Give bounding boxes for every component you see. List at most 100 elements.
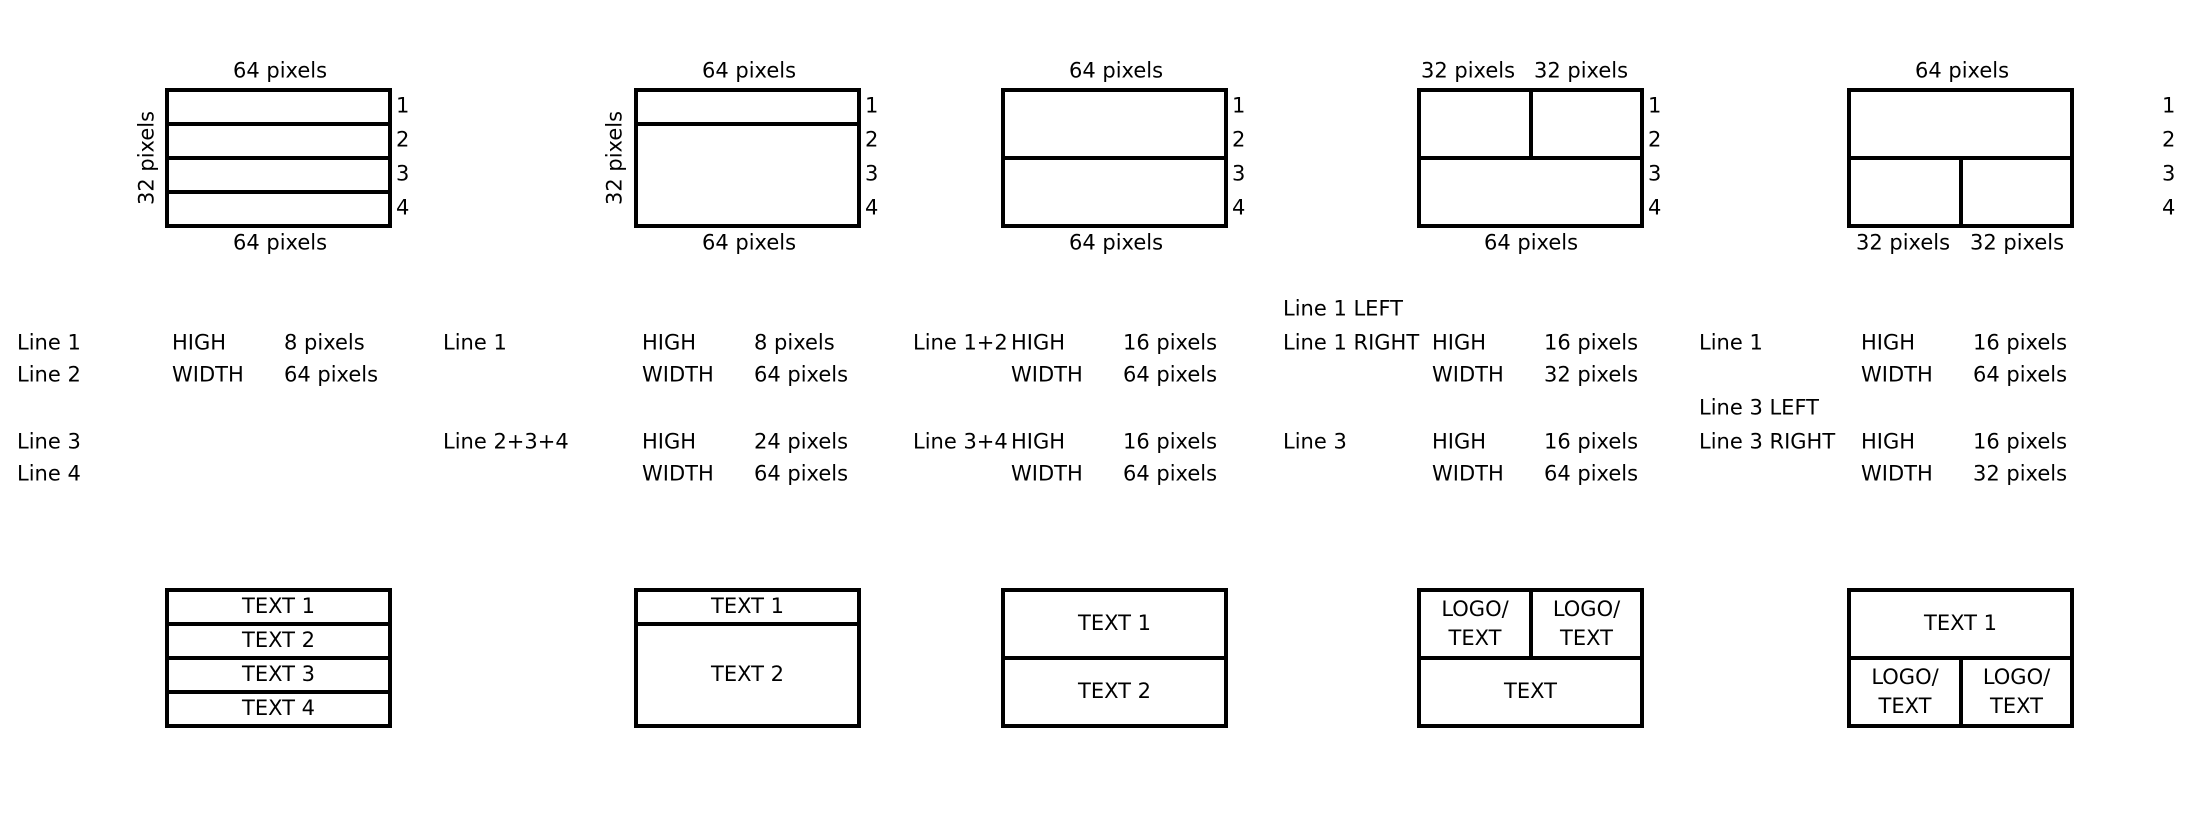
content-cell: TEXT 1 <box>169 592 388 622</box>
content-cell: TEXT 3 <box>169 660 388 690</box>
cell-text: LOGO/ TEXT <box>1982 664 2051 718</box>
divider-line <box>165 156 392 160</box>
line-label: Line 3+4 <box>913 429 1008 454</box>
content-cell: LOGO/ TEXT <box>1963 660 2070 724</box>
line-label: Line 3 LEFT <box>1699 395 1819 420</box>
row-number: 1 <box>396 93 410 118</box>
line-label: Line 1 <box>1699 330 1763 355</box>
line-label: Line 1 RIGHT <box>1283 330 1420 355</box>
layout-5-top-width-label: 64 pixels <box>1914 58 2010 83</box>
row-number: 1 <box>1232 93 1246 118</box>
high-label: HIGH <box>1861 429 1916 454</box>
high-value: 8 pixels <box>754 330 835 355</box>
width-value: 64 pixels <box>754 362 849 387</box>
cell-text: LOGO/ TEXT <box>1552 596 1621 650</box>
divider-line <box>165 122 392 126</box>
width-value: 64 pixels <box>754 461 849 486</box>
divider-line <box>165 190 392 194</box>
width-label: WIDTH <box>172 362 244 387</box>
divider-line <box>1529 88 1533 158</box>
width-label: WIDTH <box>1861 362 1933 387</box>
divider-line <box>1417 156 1644 160</box>
cell-text: TEXT 3 <box>242 662 315 687</box>
width-value: 64 pixels <box>1123 362 1218 387</box>
high-label: HIGH <box>642 429 697 454</box>
cell-text: TEXT 1 <box>242 594 315 619</box>
width-label: WIDTH <box>642 461 714 486</box>
row-number: 4 <box>865 195 879 220</box>
layout-2-bottom-width-label: 64 pixels <box>701 230 797 255</box>
divider-line <box>634 622 861 626</box>
content-cell: LOGO/ TEXT <box>1421 592 1529 656</box>
content-cell: LOGO/ TEXT <box>1851 660 1959 724</box>
layout-3-bottom-width-label: 64 pixels <box>1068 230 1164 255</box>
width-label: WIDTH <box>1011 362 1083 387</box>
cell-text: TEXT <box>1504 679 1557 704</box>
high-value: 16 pixels <box>1973 429 2068 454</box>
layout-4-bottom-width-label: 64 pixels <box>1483 230 1579 255</box>
content-cell: TEXT 1 <box>1005 592 1224 656</box>
divider-line <box>1959 656 1963 728</box>
width-label: WIDTH <box>1011 461 1083 486</box>
width-value: 64 pixels <box>1544 461 1639 486</box>
cell-text: LOGO/ TEXT <box>1871 664 1939 718</box>
content-cell: TEXT 2 <box>169 626 388 656</box>
row-number: 2 <box>865 127 879 152</box>
high-value: 16 pixels <box>1544 429 1639 454</box>
divider-line <box>1417 656 1644 660</box>
layout-1-height-label: 32 pixels <box>134 110 159 206</box>
cell-text: TEXT 2 <box>242 628 315 653</box>
content-cell: TEXT 1 <box>638 592 857 622</box>
divider-line <box>165 690 392 694</box>
line-label: Line 3 <box>1283 429 1347 454</box>
divider-line <box>1529 588 1533 658</box>
layout-1-bottom-width-label: 64 pixels <box>232 230 328 255</box>
cell-text: TEXT 2 <box>711 662 784 687</box>
high-value: 16 pixels <box>1973 330 2068 355</box>
width-value: 64 pixels <box>284 362 379 387</box>
high-label: HIGH <box>1011 330 1066 355</box>
cell-text: TEXT 4 <box>242 696 315 721</box>
high-value: 16 pixels <box>1123 330 1218 355</box>
width-label: WIDTH <box>1432 362 1504 387</box>
row-number: 1 <box>865 93 879 118</box>
line-label: Line 1 <box>443 330 507 355</box>
row-number: 3 <box>396 161 410 186</box>
divider-line <box>634 122 861 126</box>
layout-2-content-frame <box>634 588 861 728</box>
divider-line <box>1001 656 1228 660</box>
layout-5-bottom-left-width-label: 32 pixels <box>1855 230 1951 255</box>
content-cell: TEXT 2 <box>638 626 857 724</box>
row-number: 2 <box>396 127 410 152</box>
row-number: 2 <box>1232 127 1246 152</box>
row-number: 3 <box>1232 161 1246 186</box>
layout-4-top-left-width-label: 32 pixels <box>1420 58 1516 83</box>
layout-3-top-width-label: 64 pixels <box>1068 58 1164 83</box>
layout-4-top-right-width-label: 32 pixels <box>1533 58 1629 83</box>
content-cell: TEXT 2 <box>1005 660 1224 724</box>
line-label: Line 2+3+4 <box>443 429 569 454</box>
content-cell: LOGO/ TEXT <box>1533 592 1640 656</box>
cell-text: TEXT 1 <box>711 594 784 619</box>
high-label: HIGH <box>1432 429 1487 454</box>
row-number: 3 <box>865 161 879 186</box>
line-label: Line 1 LEFT <box>1283 296 1403 321</box>
layout-2-frame <box>634 88 861 228</box>
high-label: HIGH <box>1432 330 1487 355</box>
high-value: 8 pixels <box>284 330 365 355</box>
layout-1-top-width-label: 64 pixels <box>232 58 328 83</box>
high-value: 16 pixels <box>1544 330 1639 355</box>
divider-line <box>1001 156 1228 160</box>
high-label: HIGH <box>172 330 227 355</box>
row-number: 2 <box>2162 127 2176 152</box>
cell-text: TEXT 2 <box>1078 679 1151 704</box>
content-cell: TEXT 1 <box>1851 592 2070 656</box>
row-number: 1 <box>1648 93 1662 118</box>
width-value: 64 pixels <box>1973 362 2068 387</box>
layout-2-height-label: 32 pixels <box>602 110 627 206</box>
divider-line <box>1959 156 1963 228</box>
cell-text: LOGO/ TEXT <box>1441 596 1509 650</box>
row-number: 1 <box>2162 93 2176 118</box>
line-label: Line 2 <box>17 362 81 387</box>
width-value: 64 pixels <box>1123 461 1218 486</box>
